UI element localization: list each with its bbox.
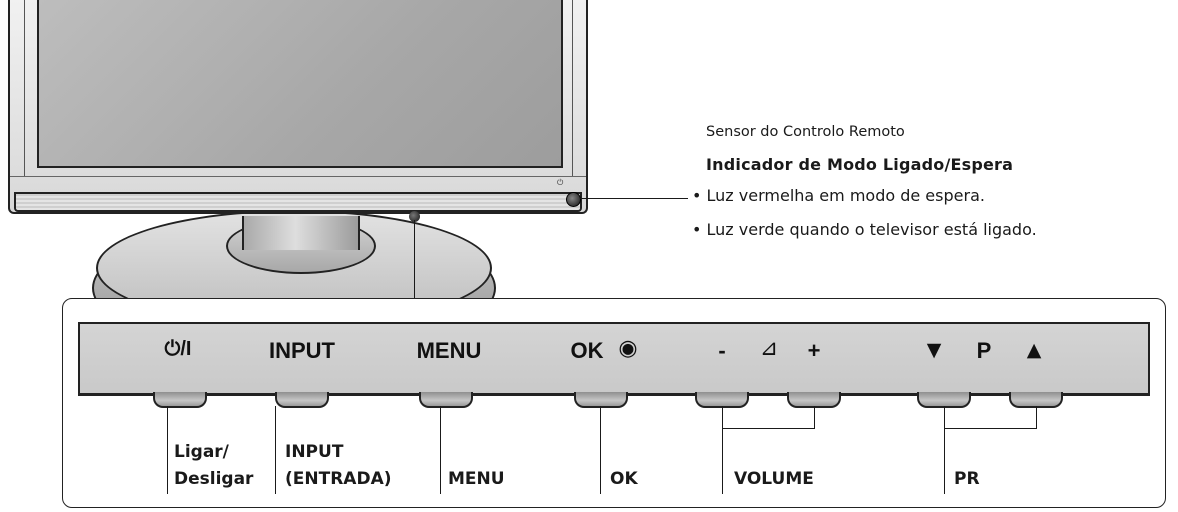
ok-dot-icon: ◉ <box>618 336 638 361</box>
pr-leader-join <box>944 428 1037 429</box>
stand-neck <box>242 216 360 250</box>
tv-bezel-line-right <box>572 0 573 176</box>
power-button-label: ⏻/I <box>164 338 192 360</box>
red-light-note: • Luz vermelha em modo de espera. <box>692 186 985 205</box>
input-leader <box>275 406 276 494</box>
sensor-callout: Sensor do Controlo Remoto <box>706 124 905 140</box>
tv-bezel-ledge <box>10 176 586 177</box>
menu-leader <box>440 406 441 494</box>
input-label-line2: (ENTRADA) <box>285 469 392 489</box>
volume-icon: ⊿ <box>759 336 779 361</box>
channel-p-label: P <box>976 338 992 363</box>
indicator-callout: Indicador de Modo Ligado/Espera <box>706 155 1014 174</box>
tv-speaker-bar <box>14 192 582 212</box>
input-button[interactable] <box>275 392 329 408</box>
power-button[interactable] <box>153 392 207 408</box>
ok-leader <box>600 406 601 494</box>
remote-sensor <box>566 192 581 207</box>
input-label-line1: INPUT <box>285 442 344 462</box>
power-indicator-icon: ⏻ <box>557 178 564 187</box>
front-buttons-marker <box>409 211 420 222</box>
menu-button-label: MENU <box>416 338 482 363</box>
tv-bezel-line-left <box>24 0 25 176</box>
pr-leader-left <box>944 406 945 494</box>
power-label-line2: Desligar <box>174 469 254 489</box>
power-label-line1: Ligar/ <box>174 442 229 462</box>
channel-down-icon: ▼ <box>926 339 942 361</box>
volume-minus-label: - <box>718 338 726 363</box>
volume-leader-left <box>722 406 723 494</box>
menu-button[interactable] <box>419 392 473 408</box>
ok-button[interactable] <box>574 392 628 408</box>
pr-leader-right <box>1036 406 1037 428</box>
channel-up-icon: ▲ <box>1026 339 1042 361</box>
sensor-leader-line <box>580 198 688 199</box>
ok-label: OK <box>610 469 638 489</box>
pr-label: PR <box>954 469 980 489</box>
green-light-note: • Luz verde quando o televisor está liga… <box>692 220 1037 239</box>
volume-label: VOLUME <box>734 469 814 489</box>
menu-label: MENU <box>448 469 505 489</box>
power-leader <box>167 406 168 494</box>
volume-plus-label: + <box>807 338 821 363</box>
tv-screen <box>37 0 563 168</box>
panel-leader-line <box>414 220 415 298</box>
volume-leader-right <box>814 406 815 428</box>
ok-button-label: OK <box>570 338 604 363</box>
input-button-label: INPUT <box>269 338 335 363</box>
volume-leader-join <box>722 428 815 429</box>
